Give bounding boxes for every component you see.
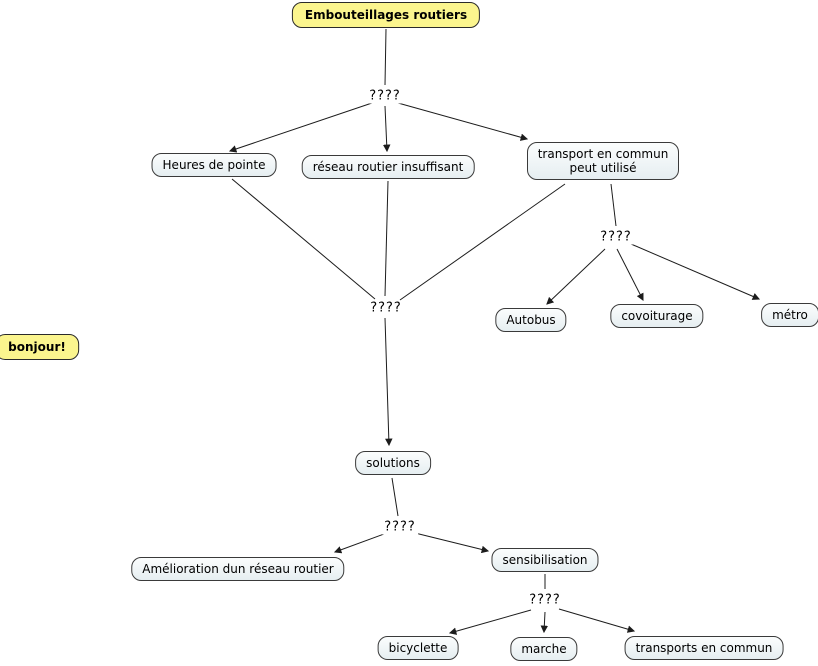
connector-arrow — [558, 608, 636, 633]
node-covoiturage[interactable]: covoiturage — [610, 304, 704, 328]
connector-line — [610, 183, 617, 227]
node-marche[interactable]: marche — [510, 637, 578, 661]
link-label-1[interactable]: ???? — [367, 88, 403, 104]
node-solutions[interactable]: solutions — [355, 451, 431, 475]
node-transports-en-commun[interactable]: transports en commun — [624, 636, 784, 660]
link-label-3[interactable]: ???? — [368, 300, 404, 316]
connector-arrow — [630, 243, 761, 300]
connector-arrow — [448, 609, 532, 635]
link-label-4[interactable]: ???? — [382, 519, 418, 535]
node-sensibilisation[interactable]: sensibilisation — [491, 548, 599, 572]
connector-arrow — [382, 105, 391, 153]
connector-arrow — [616, 248, 644, 302]
connector-line — [384, 28, 387, 86]
connector-arrow — [546, 248, 606, 305]
connector-line — [391, 477, 399, 517]
node-metro[interactable]: métro — [761, 303, 818, 327]
node-reseau-routier-insuffisant[interactable]: réseau routier insuffisant — [301, 155, 475, 179]
node-heures-de-pointe[interactable]: Heures de pointe — [151, 153, 277, 177]
connector-arrow — [540, 611, 549, 634]
connector-arrow — [384, 317, 393, 447]
connector-arrow — [333, 533, 385, 554]
link-label-2[interactable]: ???? — [598, 229, 634, 245]
connector-arrow — [397, 102, 529, 141]
link-label-5[interactable]: ???? — [527, 592, 563, 608]
connector-line — [231, 178, 376, 300]
connector-line — [399, 183, 566, 301]
connector-arrow — [228, 102, 373, 153]
node-amelioration-dun-reseau-routier[interactable]: Amélioration dun réseau routier — [131, 557, 345, 581]
connector-arrow — [414, 532, 490, 554]
node-autobus[interactable]: Autobus — [495, 308, 567, 332]
connector-line — [384, 180, 389, 297]
node-transport-en-commun-peut-utilise[interactable]: transport en commun peut utilisé — [527, 142, 679, 180]
node-bonjour[interactable]: bonjour! — [0, 334, 79, 360]
node-embouteillages-routiers[interactable]: Embouteillages routiers — [291, 2, 481, 28]
node-bicyclette[interactable]: bicyclette — [377, 636, 459, 660]
